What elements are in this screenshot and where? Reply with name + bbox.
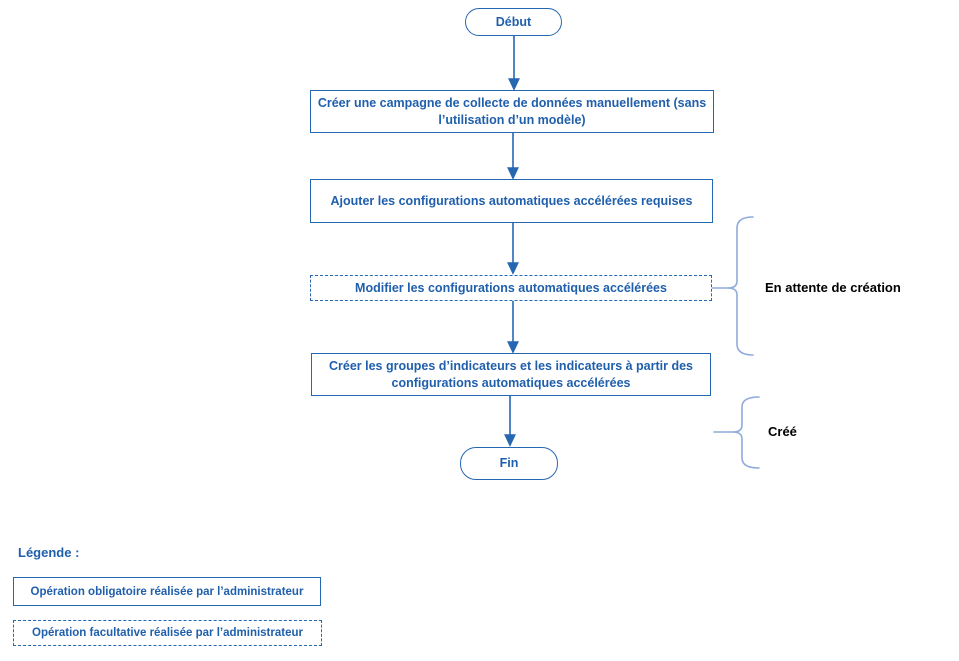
legend-item-mandatory: Opération obligatoire réalisée par l’adm… [13,577,321,606]
legend-title: Légende : [18,545,80,560]
step-modify-configurations: Modifier les configurations automatiques… [310,275,712,301]
step-create-campaign-label: Créer une campagne de collecte de donnée… [317,96,707,127]
arrowhead-step3 [507,262,519,275]
arrowhead-step1 [508,78,520,91]
step-create-indicator-groups: Créer les groupes d’indicateurs et les i… [311,353,711,396]
step-create-campaign: Créer une campagne de collecte de donnée… [310,90,714,133]
brace-cree [732,396,760,469]
brace-en-attente [727,216,754,356]
start-node-label: Début [495,14,532,29]
step-modify-configurations-label: Modifier les configurations automatiques… [355,280,667,295]
arrowhead-step2 [507,167,519,180]
annotation-cree: Créé [768,424,797,439]
legend-item-optional: Opération facultative réalisée par l’adm… [13,620,322,646]
end-node: Fin [460,447,558,480]
arrowhead-end [504,434,516,447]
step-add-configurations: Ajouter les configurations automatiques … [310,179,713,223]
annotation-en-attente: En attente de création [765,280,901,295]
start-node: Début [465,8,562,36]
end-node-label: Fin [499,456,519,471]
legend-item-mandatory-label: Opération obligatoire réalisée par l’adm… [30,585,304,598]
step-add-configurations-label: Ajouter les configurations automatiques … [330,193,693,208]
arrowhead-step4 [507,341,519,354]
legend-item-optional-label: Opération facultative réalisée par l’adm… [32,627,303,639]
step-create-indicator-groups-label: Créer les groupes d’indicateurs et les i… [328,359,694,390]
